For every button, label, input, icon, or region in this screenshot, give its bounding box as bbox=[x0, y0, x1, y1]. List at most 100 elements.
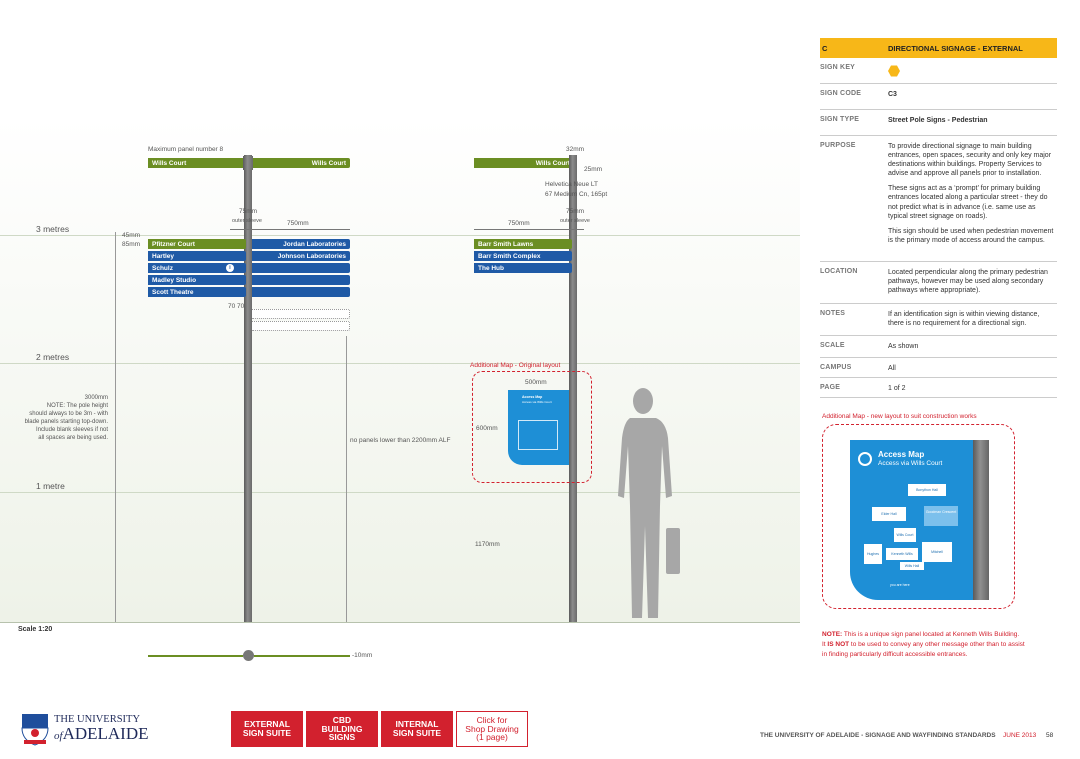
purpose-para: To provide directional signage to main b… bbox=[888, 143, 1052, 178]
row-val: C3 bbox=[888, 91, 897, 98]
note-bold: IS NOT bbox=[827, 640, 850, 648]
internal-sign-suite-button[interactable]: INTERNAL SIGN SUITE bbox=[381, 711, 453, 747]
top-blade-right: Wills Court bbox=[311, 159, 346, 167]
row-key: NOTES bbox=[820, 310, 846, 317]
new-layout-frame bbox=[822, 424, 1015, 609]
row-key: CAMPUS bbox=[820, 364, 852, 371]
ground-line bbox=[0, 622, 800, 623]
external-sign-suite-button[interactable]: EXTERNAL SIGN SUITE bbox=[231, 711, 303, 747]
blade-barr-smith-complex: Barr Smith Complex bbox=[474, 251, 572, 261]
pole-note: 3000mm NOTE: The pole height should alwa… bbox=[24, 395, 108, 442]
note-text: It bbox=[822, 640, 828, 648]
legend-green-bar bbox=[148, 655, 243, 657]
row-notes: NOTES If an identification sign is withi… bbox=[820, 304, 1057, 336]
map-pole bbox=[973, 440, 989, 600]
row-val: Street Pole Signs - Pedestrian bbox=[888, 117, 988, 124]
note-bold: NOTE: bbox=[822, 631, 843, 638]
building-kenneth-wills: Kenneth Wills bbox=[886, 548, 918, 560]
table-header-key: C bbox=[822, 43, 828, 53]
row-key: PURPOSE bbox=[820, 142, 856, 149]
row-val: As shown bbox=[888, 343, 919, 350]
access-map-subtitle: Access via Wills Court bbox=[878, 460, 943, 467]
blade-label: Johnson Laboratories bbox=[277, 252, 346, 260]
shop-drawing-button[interactable]: Click for Shop Drawing (1 page) bbox=[456, 711, 528, 747]
dim-500: 500mm bbox=[525, 379, 547, 386]
right-dim-75: 75mm bbox=[566, 208, 585, 215]
logo-line-2: ofADELAIDE bbox=[54, 725, 148, 742]
alf-note: no panels lower than 2200mm ALF bbox=[350, 437, 451, 444]
university-logo: THE UNIVERSITY ofADELAIDE bbox=[20, 712, 160, 748]
blank-sleeve-2 bbox=[252, 321, 350, 331]
blank-sleeve-1 bbox=[252, 309, 350, 319]
note-line-2: It IS NOT to be used to convey any other… bbox=[822, 640, 1025, 650]
left-outer-sleeve: outer sleeve bbox=[232, 218, 262, 224]
footer-page-number: 58 bbox=[1046, 732, 1054, 739]
access-map-title: Access Map bbox=[878, 450, 925, 459]
unique-panel-note: NOTE: This is a unique sign panel locate… bbox=[822, 630, 1025, 659]
accessible-icon bbox=[858, 452, 872, 466]
mini-map-sub: Access via Wills Court bbox=[522, 400, 552, 404]
level-label-3m: 3 metres bbox=[36, 224, 70, 234]
blade-label: Jordan Laboratories bbox=[283, 240, 346, 248]
note-text: to be used to convey any other message o… bbox=[849, 640, 1025, 648]
row-campus: CAMPUS All bbox=[820, 358, 1057, 378]
blade-label: Schulz bbox=[152, 264, 173, 272]
access-map-panel: Access Map Access via Wills Court Bonyth… bbox=[850, 440, 975, 600]
alf-line bbox=[346, 336, 347, 622]
blade-hartley: Hartley bbox=[148, 251, 246, 261]
right-dim-32: 32mm bbox=[566, 146, 585, 153]
row-purpose: PURPOSE To provide directional signage t… bbox=[820, 136, 1057, 262]
row-val: If an identification sign is within view… bbox=[888, 311, 1040, 328]
dim-85: 85mm bbox=[122, 241, 141, 248]
building-elder: Elder Hall bbox=[872, 507, 906, 521]
right-dim-line bbox=[474, 229, 584, 230]
blade-barr-smith-lawns: Barr Smith Lawns bbox=[474, 239, 572, 249]
dim-70: 70 70 bbox=[228, 303, 245, 310]
legend-gray-bar bbox=[254, 655, 350, 657]
row-key: LOCATION bbox=[820, 268, 858, 275]
row-scale: SCALE As shown bbox=[820, 336, 1057, 358]
legend-pole-icon bbox=[243, 650, 254, 661]
cbd-building-signs-button[interactable]: CBD BUILDING SIGNS bbox=[306, 711, 378, 747]
row-location: LOCATION Located perpendicular along the… bbox=[820, 262, 1057, 304]
row-key: PAGE bbox=[820, 384, 841, 391]
row-sign-type: SIGN TYPE Street Pole Signs - Pedestrian bbox=[820, 110, 1057, 136]
row-val: 1 of 2 bbox=[888, 385, 906, 392]
logo-adelaide: ADELAIDE bbox=[62, 724, 149, 743]
sign-key-hexagon-icon bbox=[888, 58, 1057, 83]
blade-blank-blue-2 bbox=[252, 275, 350, 285]
right-pole bbox=[569, 155, 577, 622]
level-label-1m: 1 metre bbox=[36, 481, 65, 491]
right-outer-sleeve: outer sleeve bbox=[560, 218, 590, 224]
dim-600: 600mm bbox=[476, 425, 498, 432]
left-pole bbox=[244, 155, 252, 622]
dim-45: 45mm bbox=[122, 232, 141, 239]
blade-scott: Scott Theatre bbox=[148, 287, 246, 297]
legend-10mm: -10mm bbox=[352, 652, 373, 659]
blade-label: The Hub bbox=[478, 264, 504, 272]
pole-height-line bbox=[115, 232, 116, 622]
table-header-val: DIRECTIONAL SIGNAGE - EXTERNAL bbox=[888, 43, 1023, 53]
row-key: SCALE bbox=[820, 342, 845, 349]
left-dim-750: 750mm bbox=[287, 220, 309, 227]
right-dim-750: 750mm bbox=[508, 220, 530, 227]
level-line-3m bbox=[0, 235, 800, 236]
purpose-para: These signs act as a ‘prompt’ for primar… bbox=[888, 185, 1048, 220]
building-wills-hall: Wills Hall bbox=[900, 562, 924, 570]
building-wills-court: Wills Court bbox=[894, 528, 916, 542]
blade-blank-blue-1 bbox=[252, 263, 350, 273]
row-val: All bbox=[888, 365, 896, 372]
level-line-1m bbox=[0, 492, 800, 493]
building-bonython: Bonython Hall bbox=[908, 484, 946, 496]
info-icon: i bbox=[226, 264, 234, 272]
building-hughes: Hughes bbox=[864, 544, 882, 564]
right-top-blade: Wills Court bbox=[474, 158, 574, 168]
mini-map-buildings bbox=[518, 420, 558, 450]
level-line-2m bbox=[0, 363, 800, 364]
scale-label: Scale 1:20 bbox=[18, 626, 53, 633]
row-key: SIGN TYPE bbox=[820, 116, 860, 123]
original-layout-frame bbox=[472, 371, 592, 483]
blade-label: Hartley bbox=[152, 252, 175, 260]
row-sign-key: SIGN KEY bbox=[820, 58, 1057, 84]
logo-line-1: THE UNIVERSITY bbox=[54, 714, 141, 725]
